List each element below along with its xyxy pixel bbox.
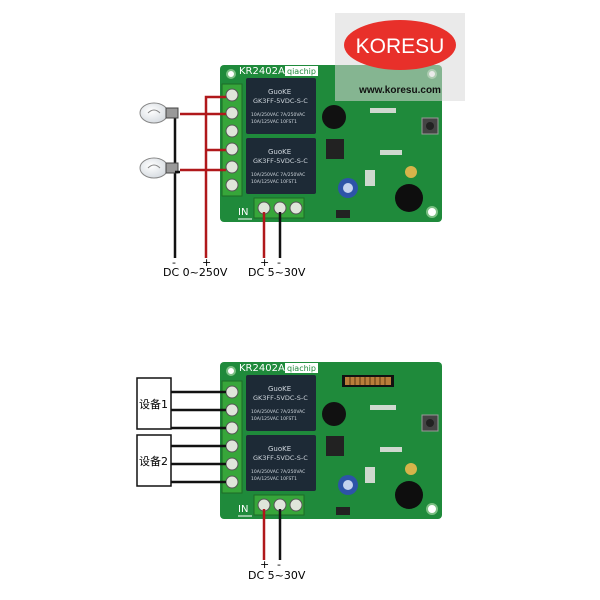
device-1-label: 设备1 <box>139 397 168 411</box>
svg-text:GK3FF-5VDC-S-C: GK3FF-5VDC-S-C <box>253 97 308 105</box>
capacitors <box>338 166 423 212</box>
buzzer <box>322 105 346 129</box>
brand-name: KORESU <box>356 35 445 58</box>
top-diagram: KR2402A qiachip GuoKE GK3FF-5VDC-S-C 10A… <box>139 65 442 279</box>
antenna-coil <box>342 375 394 387</box>
svg-text:GK3FF-5VDC-S-C: GK3FF-5VDC-S-C <box>253 454 308 462</box>
svg-text:GK3FF-5VDC-S-C: GK3FF-5VDC-S-C <box>253 157 308 165</box>
board-supply-label: DC 5~30V <box>248 266 306 279</box>
svg-text:10A/125VAC 10FST1: 10A/125VAC 10FST1 <box>251 416 297 422</box>
device-2-label: 设备2 <box>139 454 168 468</box>
lamp-1-icon <box>139 102 179 124</box>
svg-text:GuoKE: GuoKE <box>268 385 291 393</box>
input-label: IN <box>238 207 248 218</box>
svg-text:-: - <box>172 256 176 269</box>
svg-text:GuoKE: GuoKE <box>268 88 291 96</box>
chip-brand-label: qiachip <box>287 364 316 373</box>
svg-text:+: + <box>202 256 211 269</box>
svg-text:+: + <box>260 256 269 269</box>
mount-hole <box>226 69 236 79</box>
svg-text:10A/125VAC 10FST1: 10A/125VAC 10FST1 <box>251 476 297 482</box>
ic-chip <box>326 436 344 456</box>
device-wires <box>171 390 226 484</box>
relay-2: GuoKE GK3FF-5VDC-S-C 10A/250VAC 7A/250VA… <box>246 138 316 194</box>
svg-text:GuoKE: GuoKE <box>268 148 291 156</box>
mount-hole <box>426 206 438 218</box>
board-supply-label: DC 5~30V <box>248 569 306 582</box>
svg-text:-: - <box>277 558 281 571</box>
svg-text:10A/250VAC 7A/250VAC: 10A/250VAC 7A/250VAC <box>251 469 305 475</box>
svg-text:10A/250VAC 7A/250VAC: 10A/250VAC 7A/250VAC <box>251 172 305 178</box>
relay-1: GuoKE GK3FF-5VDC-S-C 10A/250VAC 7A/250VA… <box>246 375 316 431</box>
svg-text:GK3FF-5VDC-S-C: GK3FF-5VDC-S-C <box>253 394 308 402</box>
mount-hole <box>426 503 438 515</box>
smd-resistors <box>370 108 396 113</box>
board-model-label: KR2402A <box>239 363 285 374</box>
svg-text:10A/125VAC 10FST1: 10A/125VAC 10FST1 <box>251 119 297 125</box>
chip-brand-label: qiachip <box>287 67 316 76</box>
svg-text:10A/250VAC 7A/250VAC: 10A/250VAC 7A/250VAC <box>251 112 305 118</box>
svg-text:-: - <box>277 256 281 269</box>
mount-hole <box>226 366 236 376</box>
ic-chip <box>326 139 344 159</box>
load-supply-label: DC 0~250V <box>163 266 228 279</box>
bottom-diagram: KR2402A qiachip GuoKE GK3FF-5VDC-S-C 10A… <box>136 362 442 582</box>
buzzer <box>322 402 346 426</box>
brand-logo: KORESU www.koresu.com <box>335 13 465 101</box>
relay-1: GuoKE GK3FF-5VDC-S-C 10A/250VAC 7A/250VA… <box>246 78 316 134</box>
device-1-box <box>136 377 172 430</box>
svg-text:GuoKE: GuoKE <box>268 445 291 453</box>
lamp-2-icon <box>139 157 179 179</box>
svg-text:+: + <box>260 558 269 571</box>
capacitors <box>338 463 423 509</box>
input-label: IN <box>238 504 248 515</box>
device-2-box <box>136 434 172 487</box>
load-wires <box>173 95 226 258</box>
brand-url: www.koresu.com <box>358 85 441 96</box>
svg-text:10A/125VAC 10FST1: 10A/125VAC 10FST1 <box>251 179 297 185</box>
relay-2: GuoKE GK3FF-5VDC-S-C 10A/250VAC 7A/250VA… <box>246 435 316 491</box>
chip-brand-badge <box>285 363 318 373</box>
board-model-label: KR2402A <box>239 66 285 77</box>
svg-text:10A/250VAC 7A/250VAC: 10A/250VAC 7A/250VAC <box>251 409 305 415</box>
chip-brand-badge <box>285 66 318 76</box>
terminal-screws <box>225 88 239 192</box>
